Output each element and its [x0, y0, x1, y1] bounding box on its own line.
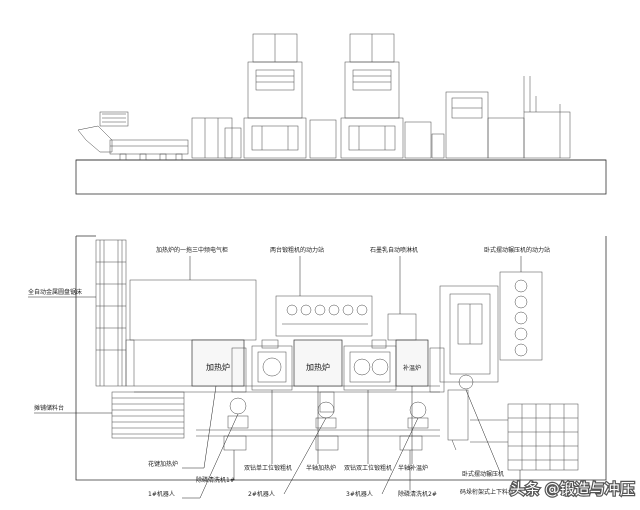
plan-upsetter-2: [343, 339, 397, 391]
plan-graphite-sprayer: [387, 313, 417, 341]
elevation-press-1: [243, 33, 307, 159]
label-saw: 全自动金属圆盘锯床: [28, 288, 82, 296]
label-rolling-power-station: 卧式摆动辗压机的动力站: [484, 246, 550, 254]
label-rolling-press: 卧式摆动辗压机: [462, 470, 504, 478]
label-upsetter-power-station: 两台锻粗机的动力站: [270, 246, 324, 254]
plan-power-station-rolling: [499, 271, 543, 361]
elevation-base-platform: [75, 159, 607, 195]
plan-electrical-cabinet: [129, 279, 257, 341]
label-washer-1: 除磷清洗机1#: [196, 476, 235, 484]
elevation-electrical-cabinet: [191, 117, 233, 159]
label-reheat-furnace: 半轴补温炉: [398, 464, 428, 472]
label-upsetter-2: 双钻双工位锻粗机: [344, 464, 392, 472]
label-upsetter-1: 双钻单工位锻粗机: [244, 464, 292, 472]
plan-saw-tower: [95, 239, 135, 387]
furnace-box-2: [293, 339, 343, 387]
label-gantry-stacker: 码垛桁架式上下料机: [460, 488, 514, 496]
plan-robot-2: [315, 391, 337, 429]
watermark: 头条 @锻造与冲压: [510, 480, 635, 498]
label-axle-furnace: 半轴加热炉: [306, 464, 336, 472]
label-robot-3: 3#机器人: [346, 490, 373, 498]
label-electrical-cabinet: 加热炉的一拖三中频电气柜: [156, 246, 228, 254]
elevation-press-2: [340, 33, 404, 159]
plan-washer-1: [223, 435, 247, 451]
label-graphite-sprayer: 石墨乳自动喷淋机: [370, 246, 418, 254]
furnace-label-3: 补温炉: [403, 364, 421, 372]
label-spline-furnace: 花键加热炉: [148, 460, 178, 468]
plan-view: 加热炉 加热炉 补温炉: [28, 235, 636, 499]
plan-storage-table: [111, 391, 185, 439]
label-washer-2: 除磷清洗机2#: [398, 490, 437, 498]
furnace-label-2: 加热炉: [306, 362, 330, 372]
furnace-label-1: 加热炉: [206, 362, 230, 372]
label-robot-2: 2#机器人: [248, 490, 275, 498]
furnace-box-3: [395, 339, 429, 387]
plan-rolling-press: [439, 285, 499, 451]
elevation-rolling-press: [445, 76, 571, 159]
plan-upsetter-1: [251, 339, 293, 391]
label-robot-1: 1#机器人: [148, 490, 175, 498]
plan-washer-2: [399, 435, 423, 451]
elevation-feed-conveyor: [77, 111, 189, 161]
plan-gantry-stacker: [470, 403, 579, 471]
label-storage-table: 摊铺储料台: [34, 404, 64, 412]
elevation-view: [75, 33, 607, 195]
plan-power-station-upsetters: [275, 295, 373, 337]
furnace-box-1: [191, 339, 245, 387]
